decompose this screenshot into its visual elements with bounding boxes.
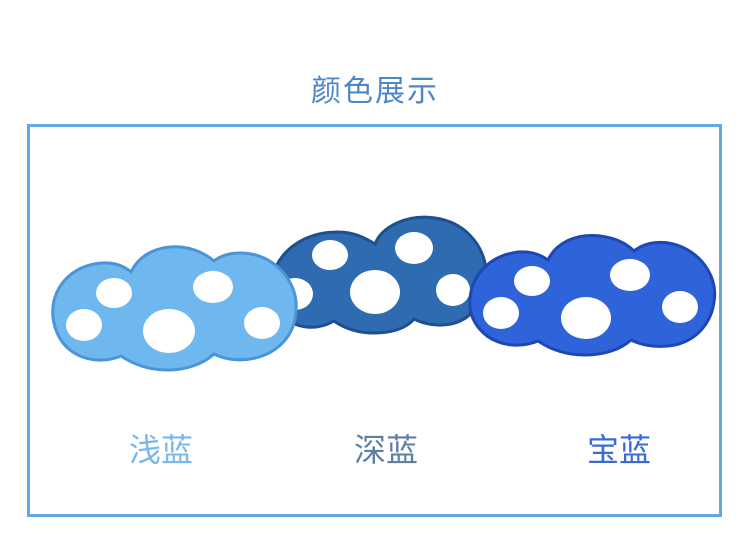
finger-hole — [193, 271, 233, 303]
finger-hole — [436, 274, 470, 306]
finger-hole — [395, 232, 433, 264]
finger-hole — [561, 297, 611, 339]
finger-hole — [350, 270, 400, 314]
product-dark-blue — [269, 215, 488, 335]
product-royal-blue — [468, 233, 717, 357]
finger-hole — [662, 291, 698, 323]
page-title: 颜色展示 — [311, 74, 439, 109]
finger-hole — [143, 309, 195, 353]
color-label-dark-blue: 深蓝 — [353, 431, 418, 469]
color-showcase-frame — [27, 124, 722, 517]
finger-hole — [96, 278, 132, 308]
finger-hole — [66, 309, 102, 341]
finger-hole — [514, 266, 550, 296]
finger-hole — [312, 240, 348, 270]
color-label-light-blue: 浅蓝 — [128, 431, 193, 469]
finger-hole — [244, 307, 280, 339]
finger-hole — [610, 259, 650, 291]
color-label-royal-blue: 宝蓝 — [586, 431, 651, 469]
product-light-blue — [51, 245, 298, 372]
finger-hole — [483, 297, 519, 329]
finger-trainer-body — [468, 233, 717, 357]
finger-trainer-body — [51, 245, 298, 372]
